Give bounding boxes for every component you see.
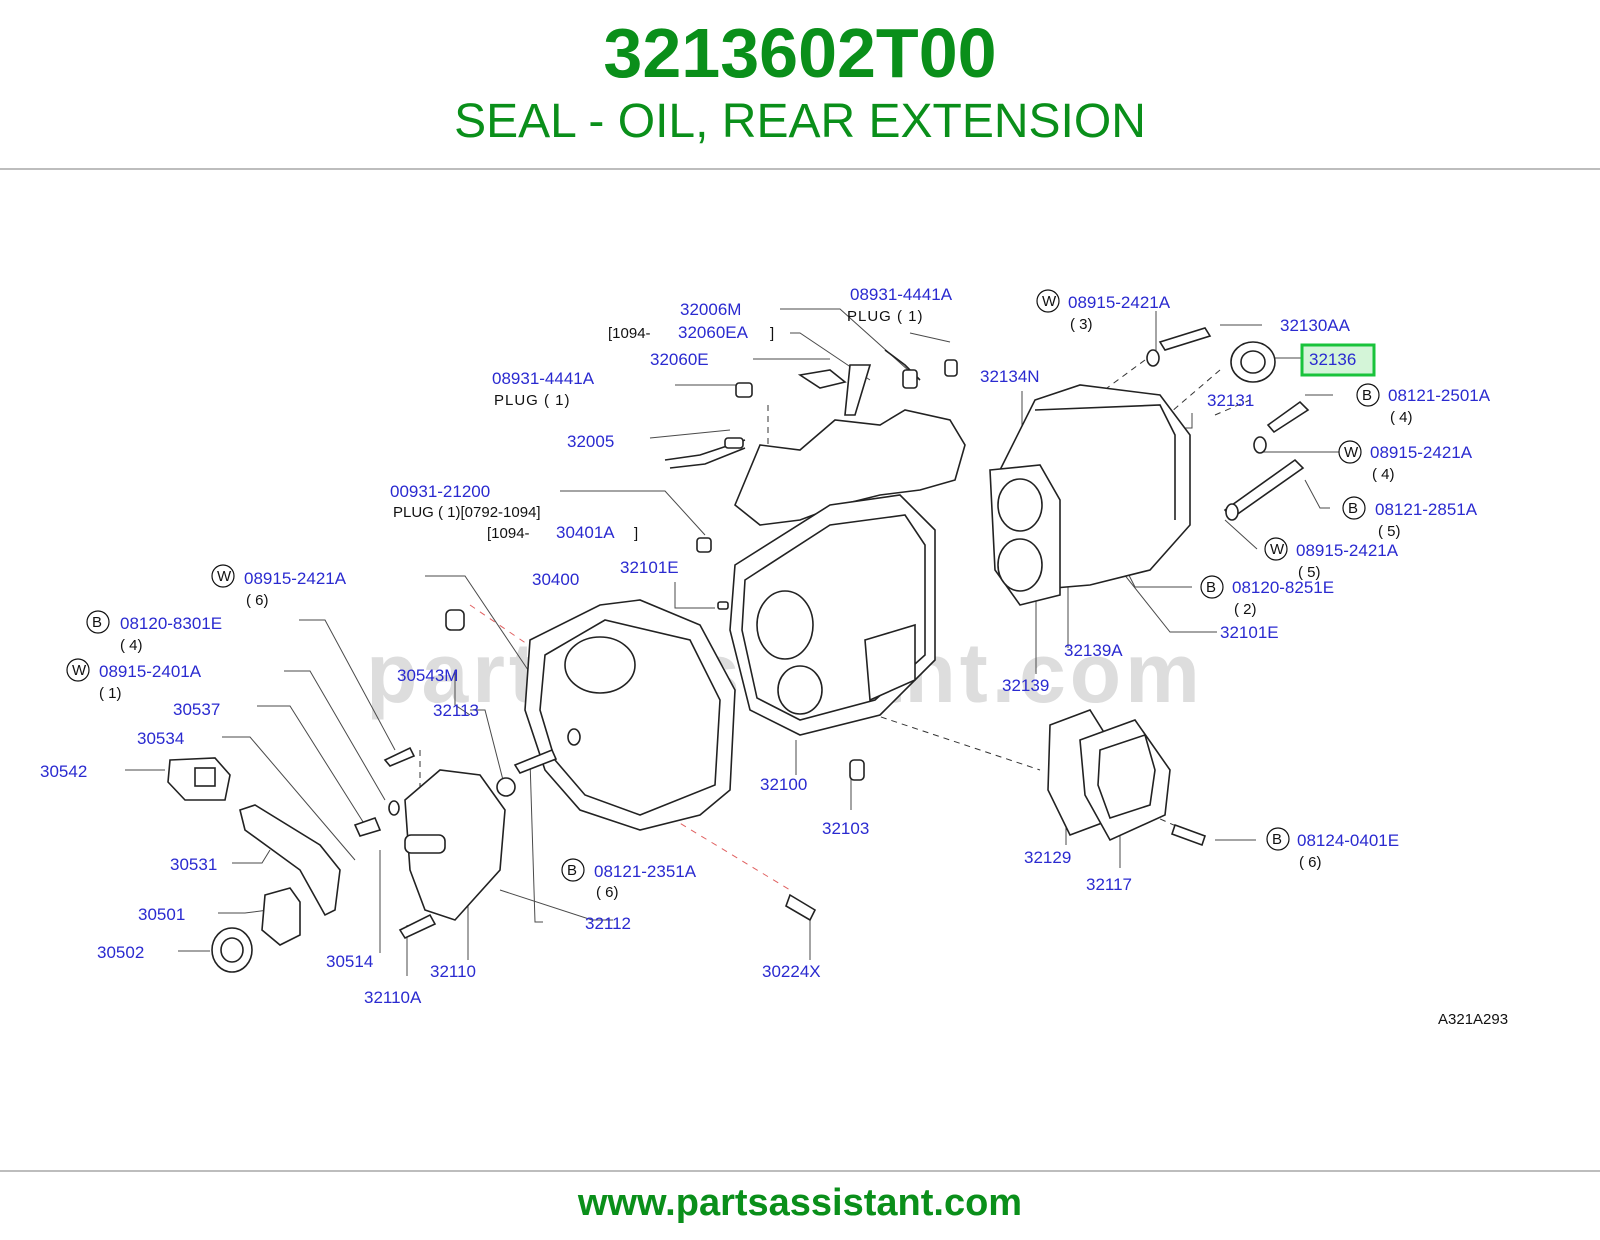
label-32139A[interactable]: 32139A xyxy=(1064,641,1123,660)
label-30224X[interactable]: 30224X xyxy=(762,962,821,981)
label-30401A[interactable]: 30401A xyxy=(556,523,615,542)
part-description: SEAL - OIL, REAR EXTENSION xyxy=(454,95,1146,148)
plug-qty-top: PLUG ( 1) xyxy=(847,308,924,325)
plug-range: PLUG ( 1)[0792-1094] xyxy=(393,504,541,521)
label-08121-2351A[interactable]: 08121-2351A xyxy=(594,862,697,881)
marker-b: B xyxy=(92,614,102,631)
qty-5: ( 5) xyxy=(1378,523,1401,540)
label-08915-2421A-r2[interactable]: 08915-2421A xyxy=(1296,541,1399,560)
label-32139[interactable]: 32139 xyxy=(1002,676,1049,695)
label-30543M[interactable]: 30543M xyxy=(397,666,458,685)
label-32101E-right[interactable]: 32101E xyxy=(1220,623,1279,642)
drawing-code: A321A293 xyxy=(1438,1011,1508,1028)
label-32136[interactable]: 32136 xyxy=(1309,350,1356,369)
label-30400[interactable]: 30400 xyxy=(532,570,579,589)
label-32130AA[interactable]: 32130AA xyxy=(1280,316,1351,335)
label-32117[interactable]: 32117 xyxy=(1086,875,1132,894)
part-number-title: 3213602T00 xyxy=(603,14,997,92)
label-30531[interactable]: 30531 xyxy=(170,855,217,874)
label-32110[interactable]: 32110 xyxy=(430,962,476,981)
part-drawings xyxy=(167,327,1310,973)
qty-6: ( 6) xyxy=(596,884,619,901)
header-divider xyxy=(0,168,1600,170)
qty-1: ( 1) xyxy=(99,685,122,702)
footer-divider xyxy=(0,1170,1600,1172)
label-32113[interactable]: 32113 xyxy=(433,701,479,720)
highlight-box-32136 xyxy=(1300,343,1376,377)
marker-b: B xyxy=(1362,387,1372,404)
exploded-parts-diagram: partsassistant.com xyxy=(40,285,1508,1028)
bracket-1094-a: [1094- xyxy=(608,325,651,342)
label-30534[interactable]: 30534 xyxy=(137,729,184,748)
label-32129[interactable]: 32129 xyxy=(1024,848,1071,867)
bracket-close-a: ] xyxy=(770,325,774,342)
label-08931-4441A-left[interactable]: 08931-4441A xyxy=(492,369,595,388)
label-32131[interactable]: 32131 xyxy=(1207,391,1254,410)
qty-6: ( 6) xyxy=(246,592,269,609)
label-30514[interactable]: 30514 xyxy=(326,952,373,971)
label-08124-0401E[interactable]: 08124-0401E xyxy=(1297,831,1399,850)
footer-url[interactable]: www.partsassistant.com xyxy=(577,1182,1023,1224)
bracket-1094-b: [1094- xyxy=(487,525,530,542)
label-08121-2851A[interactable]: 08121-2851A xyxy=(1375,500,1478,519)
label-32110A[interactable]: 32110A xyxy=(364,988,422,1007)
label-32006M[interactable]: 32006M xyxy=(680,300,741,319)
qty-6: ( 6) xyxy=(1299,854,1322,871)
label-08931-4441A-top[interactable]: 08931-4441A xyxy=(850,285,953,304)
marker-b: B xyxy=(567,862,577,879)
label-32100[interactable]: 32100 xyxy=(760,775,807,794)
marker-w: W xyxy=(217,568,232,585)
marker-b: B xyxy=(1272,831,1282,848)
label-32134N[interactable]: 32134N xyxy=(980,367,1040,386)
label-32112[interactable]: 32112 xyxy=(585,914,631,933)
marker-circles xyxy=(66,289,1380,882)
marker-w: W xyxy=(1270,541,1285,558)
qty-3: ( 3) xyxy=(1070,316,1093,333)
label-32005[interactable]: 32005 xyxy=(567,432,614,451)
bracket-close-b: ] xyxy=(634,525,638,542)
qty-5: ( 5) xyxy=(1298,564,1321,581)
label-30542[interactable]: 30542 xyxy=(40,762,87,781)
label-00931-21200[interactable]: 00931-21200 xyxy=(390,482,490,501)
label-30537[interactable]: 30537 xyxy=(173,700,220,719)
qty-2: ( 2) xyxy=(1234,601,1257,618)
qty-4: ( 4) xyxy=(1372,466,1395,483)
label-32060EA[interactable]: 32060EA xyxy=(678,323,749,342)
part-labels: 32006M [1094- 32060EA ] 32060E 08931-444… xyxy=(40,285,1508,1028)
label-08915-2421A-r1[interactable]: 08915-2421A xyxy=(1370,443,1473,462)
label-32103[interactable]: 32103 xyxy=(822,819,869,838)
qty-4: ( 4) xyxy=(120,637,143,654)
marker-b: B xyxy=(1206,579,1216,596)
label-32101E-mid[interactable]: 32101E xyxy=(620,558,679,577)
label-30502[interactable]: 30502 xyxy=(97,943,144,962)
label-30501[interactable]: 30501 xyxy=(138,905,185,924)
label-08121-2501A[interactable]: 08121-2501A xyxy=(1388,386,1491,405)
label-08915-2421A-left[interactable]: 08915-2421A xyxy=(244,569,347,588)
qty-4: ( 4) xyxy=(1390,409,1413,426)
label-08915-2401A[interactable]: 08915-2401A xyxy=(99,662,202,681)
label-08915-2421A-top[interactable]: 08915-2421A xyxy=(1068,293,1171,312)
plug-qty-left: PLUG ( 1) xyxy=(494,392,571,409)
label-08120-8301E[interactable]: 08120-8301E xyxy=(120,614,222,633)
marker-w: W xyxy=(72,662,87,679)
marker-w: W xyxy=(1042,293,1057,310)
marker-b: B xyxy=(1348,500,1358,517)
label-32060E[interactable]: 32060E xyxy=(650,350,709,369)
marker-w: W xyxy=(1344,444,1359,461)
label-08120-8251E[interactable]: 08120-8251E xyxy=(1232,578,1334,597)
